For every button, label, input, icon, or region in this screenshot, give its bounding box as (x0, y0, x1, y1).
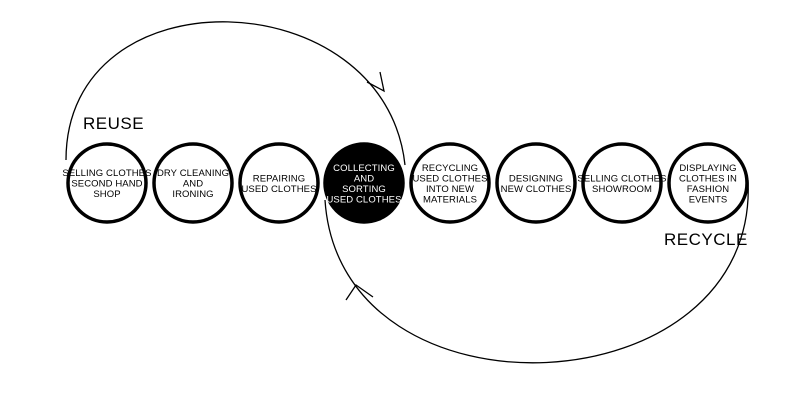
reuse-loop-arc (65, 21, 406, 166)
process-node-label-line: AND (354, 173, 374, 184)
process-node-circle (581, 142, 663, 224)
process-node-label-line: USED CLOTHES (241, 184, 316, 195)
process-node-label-line: DRY CLEANING (157, 168, 229, 179)
process-node-label-line: AND (183, 179, 203, 190)
process-node-label-line: SECOND HAND (71, 179, 142, 190)
process-node-label-line: DISPLAYING (679, 163, 736, 174)
process-node-label-line: RECYCLING (422, 163, 478, 174)
reuse-label: REUSE (83, 114, 144, 133)
process-node-label-line: SELLING CLOTHES (577, 173, 666, 184)
process-node-label-line: NEW CLOTHES (501, 184, 572, 195)
process-node-label-line: REPAIRING (253, 173, 305, 184)
process-node-label-line: FASHION (687, 184, 729, 195)
process-node-label-line: USED CLOTHES (326, 194, 401, 205)
process-node-circle-highlighted (323, 142, 405, 224)
recycle-label: RECYCLE (664, 230, 748, 249)
process-node-label-line: SHOP (93, 189, 120, 200)
process-node-label-line: COLLECTING (333, 163, 395, 174)
process-node-circle (238, 142, 320, 224)
process-node-label-line: DESIGNING (509, 173, 563, 184)
reuse-arrowhead (366, 71, 385, 93)
process-node-circle (667, 142, 749, 224)
process-node-circle (409, 142, 491, 224)
process-node-circle (66, 142, 148, 224)
process-node-circle (495, 142, 577, 224)
process-node-label-line: SELLING CLOTHES (62, 168, 151, 179)
process-node-circle (152, 142, 234, 224)
process-node-label-line: INTO NEW (426, 184, 474, 195)
process-node-label-line: IRONING (172, 189, 213, 200)
process-node-label-line: MATERIALS (423, 194, 477, 205)
process-node-label-line: EVENTS (689, 194, 728, 205)
process-node-label-line: USED CLOTHES (412, 173, 487, 184)
process-node-label-line: SHOWROOM (592, 184, 652, 195)
process-node-label-line: CLOTHES IN (679, 173, 737, 184)
recycle-loop-arc (324, 179, 749, 364)
process-node-label-line: SORTING (342, 184, 386, 195)
recycle-arrowhead (345, 284, 374, 301)
